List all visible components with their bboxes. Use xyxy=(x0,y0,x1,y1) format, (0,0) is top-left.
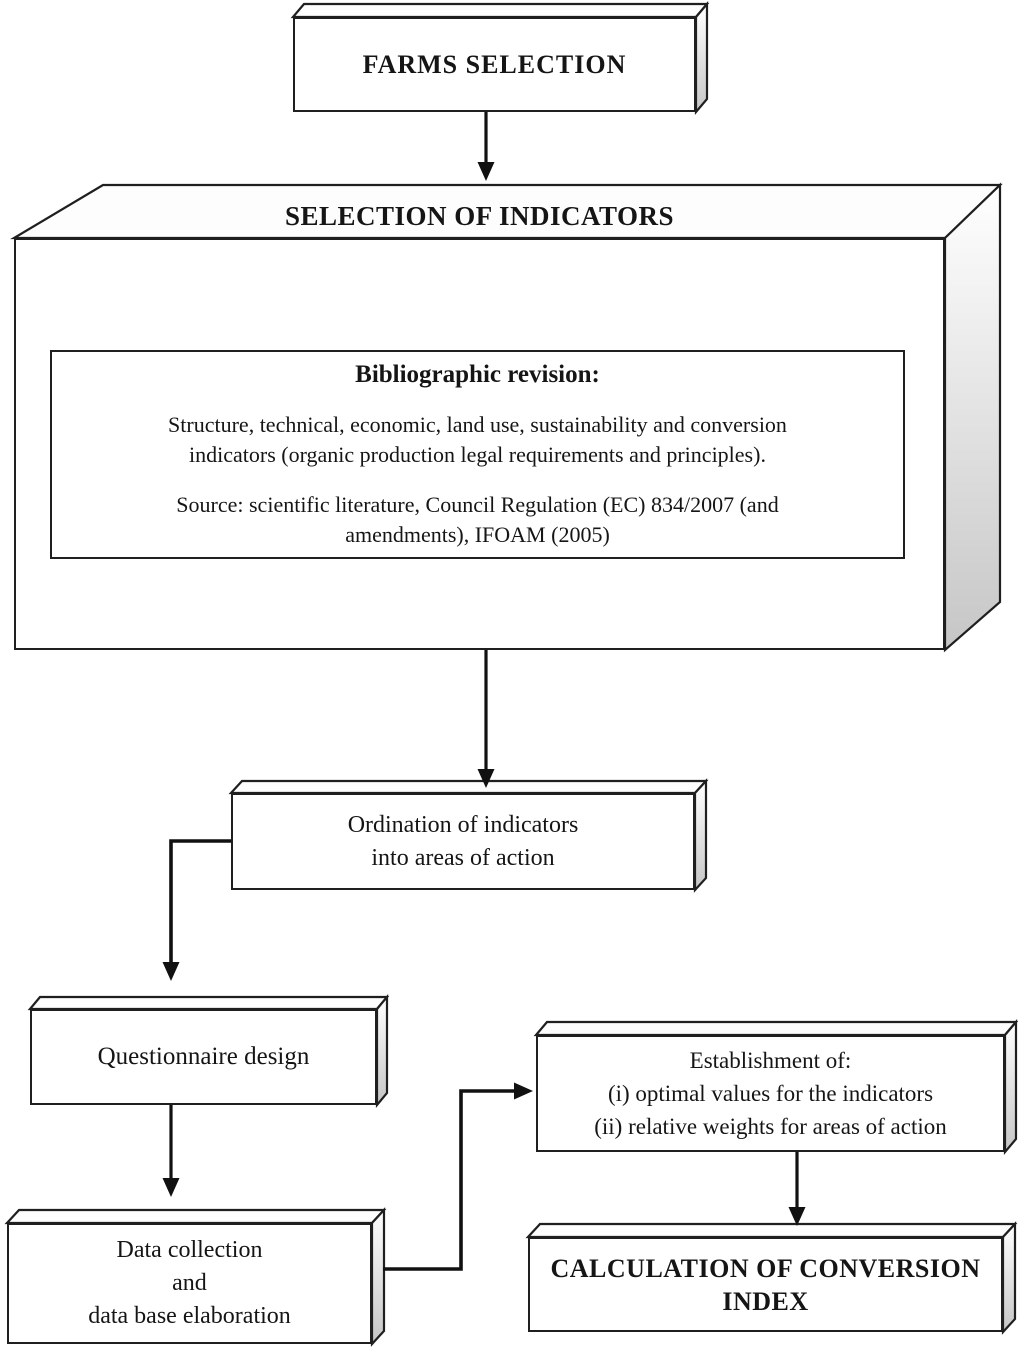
arrowhead-down-icon xyxy=(162,962,180,981)
ordination-side-face xyxy=(693,778,708,893)
selection-side-face xyxy=(943,182,1002,653)
bibliographic-heading: Bibliographic revision: xyxy=(355,361,600,388)
node-bibliographic-revision: Bibliographic revision: Structure, techn… xyxy=(50,350,905,559)
establishment-side-face xyxy=(1003,1018,1018,1156)
node-ordination-label: Ordination of indicators into areas of a… xyxy=(347,811,579,871)
selection-box-3d-extrusion xyxy=(10,182,1003,653)
node-establishment: Establishment of: (i) optimal values for… xyxy=(536,1035,1005,1152)
calculation-side-face xyxy=(1001,1221,1017,1335)
arrow-questionnaire-to-data xyxy=(162,1105,180,1197)
node-farms-selection: FARMS SELECTION xyxy=(293,17,696,112)
node-calculation-of-conversion-index: CALCULATION OF CONVERSION INDEX xyxy=(528,1237,1003,1332)
node-establishment-label: Establishment of: (i) optimal values for… xyxy=(594,1048,947,1139)
node-farms-selection-label: FARMS SELECTION xyxy=(362,49,627,79)
node-questionnaire-label: Questionnaire design xyxy=(97,1043,310,1070)
data-top-face xyxy=(4,1208,387,1225)
arrow-data-to-establishment xyxy=(383,1082,533,1271)
data-side-face xyxy=(370,1207,386,1347)
arrowhead-down-icon xyxy=(162,1178,180,1197)
arrow-farms-to-indicators xyxy=(477,112,495,181)
node-ordination-of-indicators: Ordination of indicators into areas of a… xyxy=(231,793,695,890)
arrowhead-down-icon xyxy=(477,162,495,181)
node-questionnaire-design: Questionnaire design xyxy=(30,1009,377,1105)
farms-top-face xyxy=(290,2,710,19)
questionnaire-side-face xyxy=(375,993,389,1109)
farms-side-face xyxy=(694,0,709,116)
node-data-collection-label: Data collection and data base elaboratio… xyxy=(88,1237,291,1329)
arrow-establishment-to-calculation xyxy=(788,1152,806,1226)
arrowhead-right-icon xyxy=(514,1082,533,1100)
calculation-top-face xyxy=(525,1222,1018,1239)
node-data-collection: Data collection and data base elaboratio… xyxy=(7,1223,372,1344)
ordination-top-face xyxy=(228,779,709,795)
establishment-top-face xyxy=(533,1020,1019,1037)
bibliographic-paragraph-1: Structure, technical, economic, land use… xyxy=(168,412,787,467)
arrowhead-down-icon xyxy=(788,1207,806,1226)
bibliographic-paragraph-2: Source: scientific literature, Council R… xyxy=(176,492,779,547)
arrow-indicators-to-ordination xyxy=(477,650,495,788)
questionnaire-box-3d-extrusion xyxy=(27,993,390,1109)
farms-box-3d-extrusion xyxy=(290,0,710,116)
arrow-ordination-to-questionnaire xyxy=(162,839,231,981)
node-selection-of-indicators-label: SELECTION OF INDICATORS xyxy=(284,201,675,231)
questionnaire-top-face xyxy=(27,995,390,1011)
node-calculation-label: CALCULATION OF CONVERSION INDEX xyxy=(550,1253,981,1316)
arrowhead-down-icon xyxy=(477,769,495,788)
